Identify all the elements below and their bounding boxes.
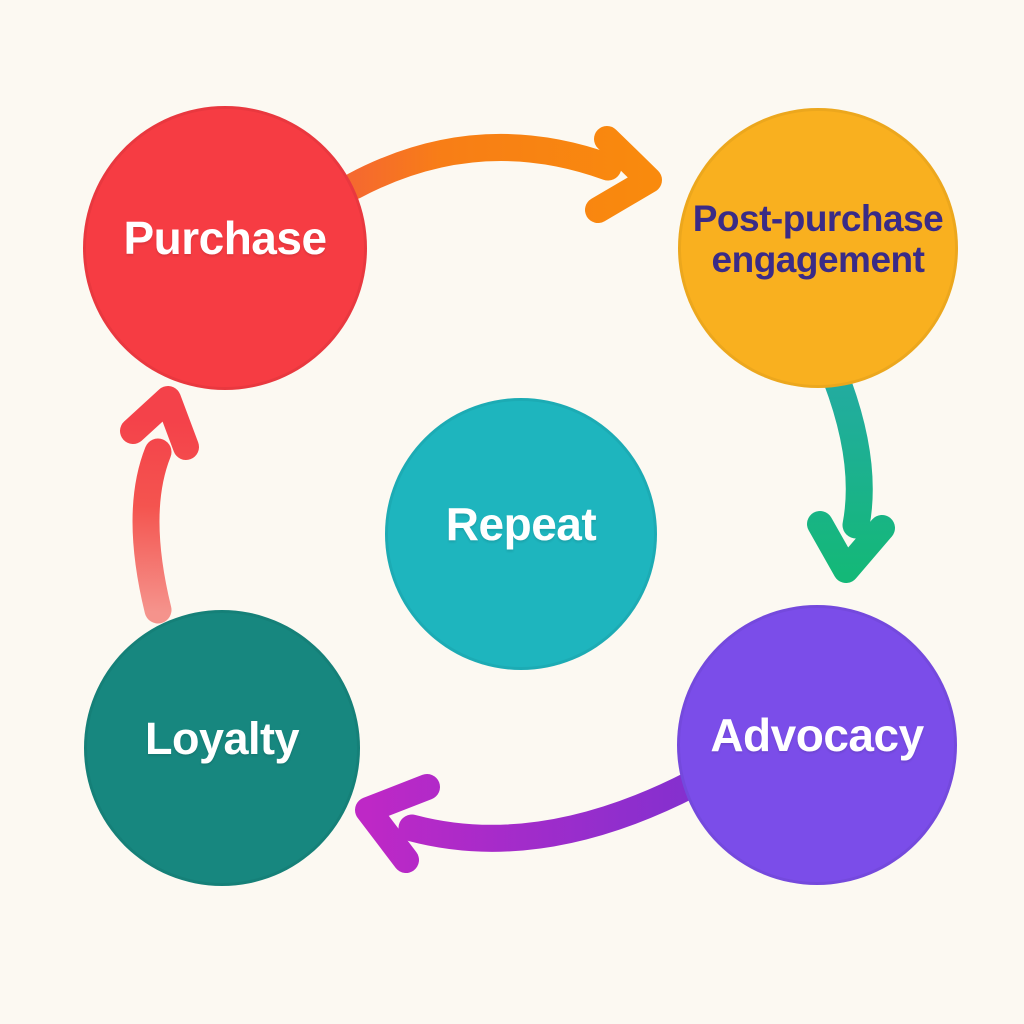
node-advocacy-label: Advocacy — [710, 709, 924, 762]
arrow-loyalty-to-purchase-icon — [120, 386, 199, 624]
arrow-postpurchase-to-advocacy-icon — [807, 364, 895, 583]
arrow-advocacy-to-loyalty-icon — [355, 770, 706, 873]
node-advocacy: Advocacy — [677, 605, 957, 885]
arrow-purchase-to-postpurchase-icon — [340, 126, 662, 223]
node-post-purchase-engagement-label: Post-purchase engagement — [693, 198, 944, 281]
node-purchase-label: Purchase — [123, 212, 327, 265]
node-repeat: Repeat — [385, 398, 657, 670]
node-post-purchase-line-2: engagement — [711, 239, 925, 280]
node-purchase: Purchase — [83, 106, 367, 390]
node-loyalty: Loyalty — [84, 610, 360, 886]
node-repeat-label: Repeat — [445, 498, 597, 551]
node-post-purchase-engagement: Post-purchase engagement — [678, 108, 958, 388]
node-post-purchase-line-1: Post-purchase — [692, 197, 944, 239]
node-loyalty-label: Loyalty — [144, 712, 300, 764]
